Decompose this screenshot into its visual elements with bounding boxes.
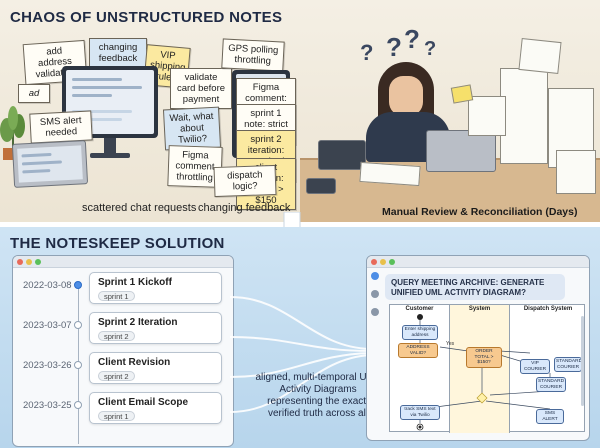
tablet [318,140,366,170]
note-changing-feedback: changing feedback [89,38,147,68]
activity-vip-courier: VIP COURIER [520,359,550,374]
bot-icon[interactable] [371,272,379,280]
sidebar [371,272,381,326]
caption-scattered: scattered chat requests [82,202,197,214]
timeline-card[interactable]: Client Revision sprint 2 [89,352,222,384]
maximize-dot[interactable] [389,259,395,265]
note-validate-card: validate card before payment [170,68,232,109]
close-dot[interactable] [17,259,23,265]
activity-standard-courier-a: STANDARD COURIER [554,357,582,372]
paper-stack [359,161,421,187]
lane-dispatch: Dispatch System [523,306,573,312]
timeline-date: 2022-03-08 [23,280,72,291]
activity-enter-address: Enter shipping address [402,325,438,340]
close-dot[interactable] [371,259,377,265]
monitor-stand [104,138,116,154]
monitor-base [90,153,130,158]
paper-stack [518,37,562,75]
solution-panel: THE NOTESKEEP SOLUTION 2022-03-08 Sprint… [0,227,600,448]
question-mark-icon: ? [360,40,374,65]
tools-icon[interactable] [371,290,379,298]
note-gps-polling: GPS polling throttling [221,38,285,72]
caption-manual-review: Manual Review & Reconciliation (Days) [382,206,578,218]
timeline-date: 2023-03-07 [23,320,72,331]
timeline-card[interactable]: Sprint 2 Iteration sprint 2 [89,312,222,344]
flow-lines [229,287,371,417]
paper-stack [500,68,548,164]
timeline-card[interactable]: Sprint 1 Kickoff sprint 1 [89,272,222,304]
lane-customer: Customer [390,305,450,433]
paper-stack [450,84,474,104]
question-mark-icon: ? [424,38,437,60]
timeline-card[interactable]: Client Email Scope sprint 1 [89,392,222,424]
caption-changing: changing feedback [198,202,291,214]
activity-order-total: ORDER TOTAL > $150? [466,347,502,368]
timeline-node[interactable] [74,401,82,409]
note-ad-scribble: ad [18,84,50,103]
phone [306,178,336,194]
right-laptop [426,130,496,172]
tag-badge: sprint 2 [98,371,135,381]
scrollbar[interactable] [581,316,584,406]
tag-badge: sprint 2 [98,331,135,341]
uml-activity-diagram: Customer System Dispatch System [389,304,585,433]
timeline-date: 2023-03-26 [23,360,72,371]
question-mark-icon: ? [386,32,402,62]
question-mark-icon: ? [404,24,420,54]
note-dispatch-logic: dispatch logic? [213,164,277,198]
query-bubble: QUERY MEETING ARCHIVE: GENERATE UNIFIED … [385,274,565,300]
gear-icon[interactable] [371,308,379,316]
timeline-node[interactable] [74,361,82,369]
activity-sms-alert: SMS ALERT [536,409,564,424]
timeline-node[interactable] [74,281,82,289]
tag-badge: sprint 1 [98,291,135,301]
minimize-dot[interactable] [26,259,32,265]
activity-address-valid: ADDRESS VALID? [398,343,438,358]
left-laptop [11,140,89,188]
paper-stack [556,150,596,194]
label-yes: Yes [446,341,455,347]
activity-standard-courier-b: STANDARD COURIER [536,377,566,392]
chaos-panel: CHAOS OF UNSTRUCTURED NOTES add address … [0,0,600,222]
timeline-window: 2022-03-08 Sprint 1 Kickoff sprint 1 202… [12,255,234,447]
paper-stack [468,96,506,136]
lane-system: System [450,305,510,433]
timeline-node[interactable] [74,321,82,329]
note-sms-alert: SMS alert needed [29,110,93,144]
note-wait-twilio: Wait, what about Twilio? [162,106,222,151]
timeline-date: 2023-03-25 [23,400,72,411]
minimize-dot[interactable] [380,259,386,265]
chaos-title: CHAOS OF UNSTRUCTURED NOTES [10,9,283,26]
solution-title: THE NOTESKEEP SOLUTION [10,235,225,252]
flow-caption: aligned, multi-temporal UML Activity Dia… [255,372,381,419]
maximize-dot[interactable] [35,259,41,265]
diagram-window: QUERY MEETING ARCHIVE: GENERATE UNIFIED … [366,255,590,441]
activity-check-sms: track SMS text via Twilio [400,405,440,420]
tag-badge: sprint 1 [98,411,135,421]
